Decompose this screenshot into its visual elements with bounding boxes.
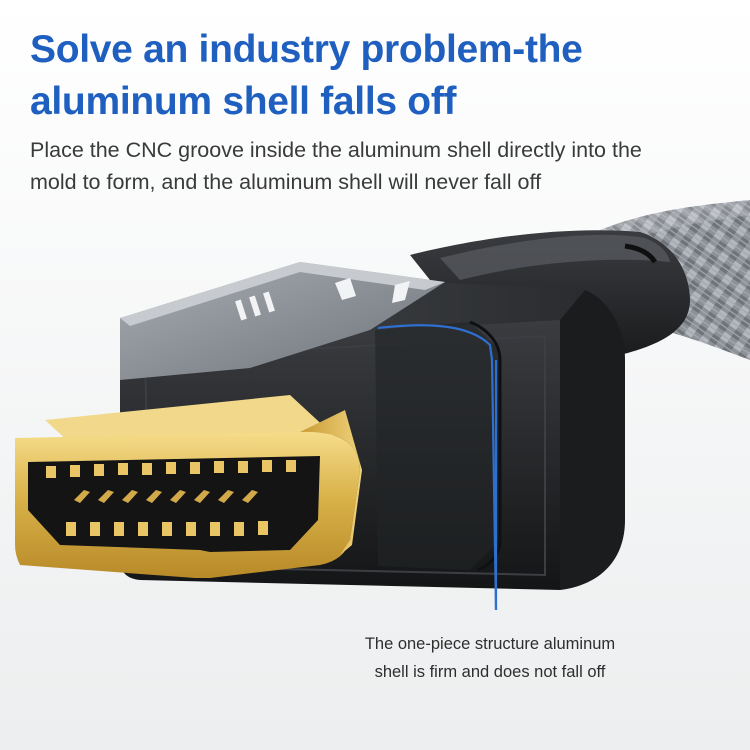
connector-pins-top [46,460,296,478]
callout-line-1: The one-piece structure aluminum [364,635,616,653]
gold-plug [15,395,362,578]
callout-text: The one-piece structure aluminum shell i… [330,630,650,686]
subtitle-line-1: Place the CNC groove inside the aluminum… [30,138,642,162]
connector-pins-bottom [66,521,268,536]
headline-line-1: Solve an industry problem-the [30,28,583,71]
headline: Solve an industry problem-the aluminum s… [30,24,583,128]
callout-line-2: shell is firm and does not fall off [374,663,606,681]
headline-line-2: aluminum shell falls off [30,80,457,123]
cnc-groove-band [375,320,502,572]
aluminum-shell [120,262,445,380]
brand-logo-mark [235,278,410,321]
connector-pins-middle [74,490,258,503]
subtitle: Place the CNC groove inside the aluminum… [30,134,730,198]
subtitle-line-2: mold to form, and the aluminum shell wil… [30,170,542,194]
callout-line [377,324,498,611]
